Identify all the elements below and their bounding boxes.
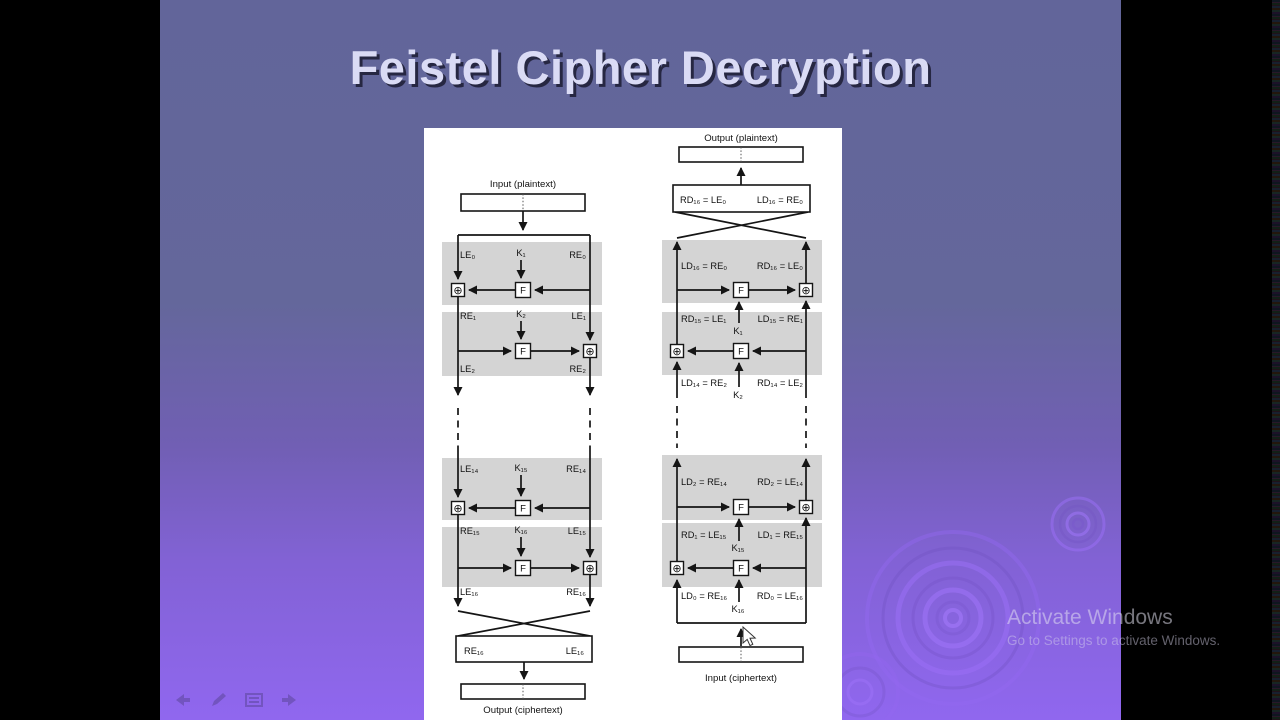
f-box-label: F: [520, 286, 526, 297]
wire-label: LD₁₆ = RE₀: [681, 261, 727, 271]
swap-box-label: LD₁₆ = RE₀: [757, 195, 803, 205]
dec-output-label: Output (plaintext): [704, 133, 778, 144]
wire-label: RE₁₅: [460, 526, 480, 536]
key-label: K₁₅: [514, 463, 527, 473]
dec-input-label: Input (ciphertext): [705, 673, 777, 684]
wire-label: LE₂: [460, 364, 475, 374]
pen-tool-button[interactable]: [206, 690, 230, 710]
xor-icon: ⊕: [672, 346, 681, 358]
wire-label: LE₁₅: [568, 526, 587, 536]
wire-label: LD₁ = RE₁₅: [758, 530, 804, 540]
key-label: K₂: [516, 309, 526, 319]
xor-icon: ⊕: [801, 502, 810, 514]
enc-input-label: Input (plaintext): [490, 179, 556, 190]
wire-label: RD₁₄ = LE₂: [757, 378, 803, 388]
swap-box-label: RE₁₆: [464, 646, 484, 656]
enc-output-label: Output (ciphertext): [483, 705, 562, 716]
video-noise-strip: [1272, 0, 1280, 720]
xor-icon: ⊕: [453, 503, 462, 515]
slide-menu-button[interactable]: [242, 690, 266, 710]
wire-label: LD₁₅ = RE₁: [758, 314, 803, 324]
decryption-labels: Output (plaintext) RD₁₆ = LE₀ LD₁₆ = RE₀…: [680, 133, 803, 684]
feistel-diagram-panel: F F F F F F F F ⊕ ⊕ ⊕ ⊕ ⊕: [424, 128, 842, 720]
xor-icon: ⊕: [585, 563, 594, 575]
wire-label: RD₁ = LE₁₅: [681, 530, 727, 540]
key-label: K₁₆: [731, 604, 744, 614]
wire-label: RD₁₆ = LE₀: [757, 261, 803, 271]
encryption-labels: Input (plaintext) LE₀ K₁ RE₀ RE₁ K₂ LE₁ …: [460, 179, 586, 716]
wire-label: LE₁: [571, 311, 586, 321]
key-label: K₁: [733, 326, 742, 336]
slideshow-toolbar: [170, 690, 302, 710]
wire-label: LE₀: [460, 250, 475, 260]
wire-label: RE₂: [569, 364, 586, 374]
page-title: Feistel Cipher Decryption: [349, 41, 932, 94]
wire-label: RE₀: [569, 250, 586, 260]
function-boxes: F F F F F F F F ⊕ ⊕ ⊕ ⊕ ⊕: [450, 281, 814, 577]
xor-icon: ⊕: [801, 285, 810, 297]
key-label: K₂: [733, 390, 743, 400]
wire-label: LD₀ = RE₁₆: [681, 591, 727, 601]
key-label: K₁₆: [514, 525, 527, 535]
wire-label: LD₁₄ = RE₂: [681, 378, 727, 388]
f-box-label: F: [738, 503, 744, 514]
key-label: K₁₅: [731, 543, 744, 553]
wire-label: LE₁₆: [460, 587, 479, 597]
wire-label: RD₀ = LE₁₆: [757, 591, 803, 601]
swap-box-label: LE₁₆: [566, 646, 585, 656]
previous-slide-button[interactable]: [170, 690, 194, 710]
f-box-label: F: [738, 347, 744, 358]
wire-label: RE₁₆: [566, 587, 586, 597]
next-slide-button[interactable]: [278, 690, 302, 710]
f-box-label: F: [520, 564, 526, 575]
xor-icon: ⊕: [672, 563, 681, 575]
wire-label: RD₂ = LE₁₄: [757, 477, 803, 487]
wire-label: RD₁₅ = LE₁: [681, 314, 726, 324]
wire-label: RE₁: [460, 311, 476, 321]
f-box-label: F: [738, 564, 744, 575]
presentation-slide: Feistel Cipher Decryption: [160, 0, 1121, 720]
xor-icon: ⊕: [585, 346, 594, 358]
wire-label: LD₂ = RE₁₄: [681, 477, 727, 487]
swap-box-label: RD₁₆ = LE₀: [680, 195, 726, 205]
f-box-label: F: [520, 347, 526, 358]
f-box-label: F: [520, 504, 526, 515]
io-boxes: [455, 146, 811, 700]
wire-label: RE₁₄: [566, 464, 586, 474]
f-box-label: F: [738, 286, 744, 297]
feistel-diagram: F F F F F F F F ⊕ ⊕ ⊕ ⊕ ⊕: [442, 133, 822, 716]
encryption-wires: [453, 211, 595, 680]
xor-icon: ⊕: [453, 285, 462, 297]
wire-label: LE₁₄: [460, 464, 479, 474]
decryption-wires: [672, 167, 811, 646]
key-label: K₁: [516, 248, 525, 258]
